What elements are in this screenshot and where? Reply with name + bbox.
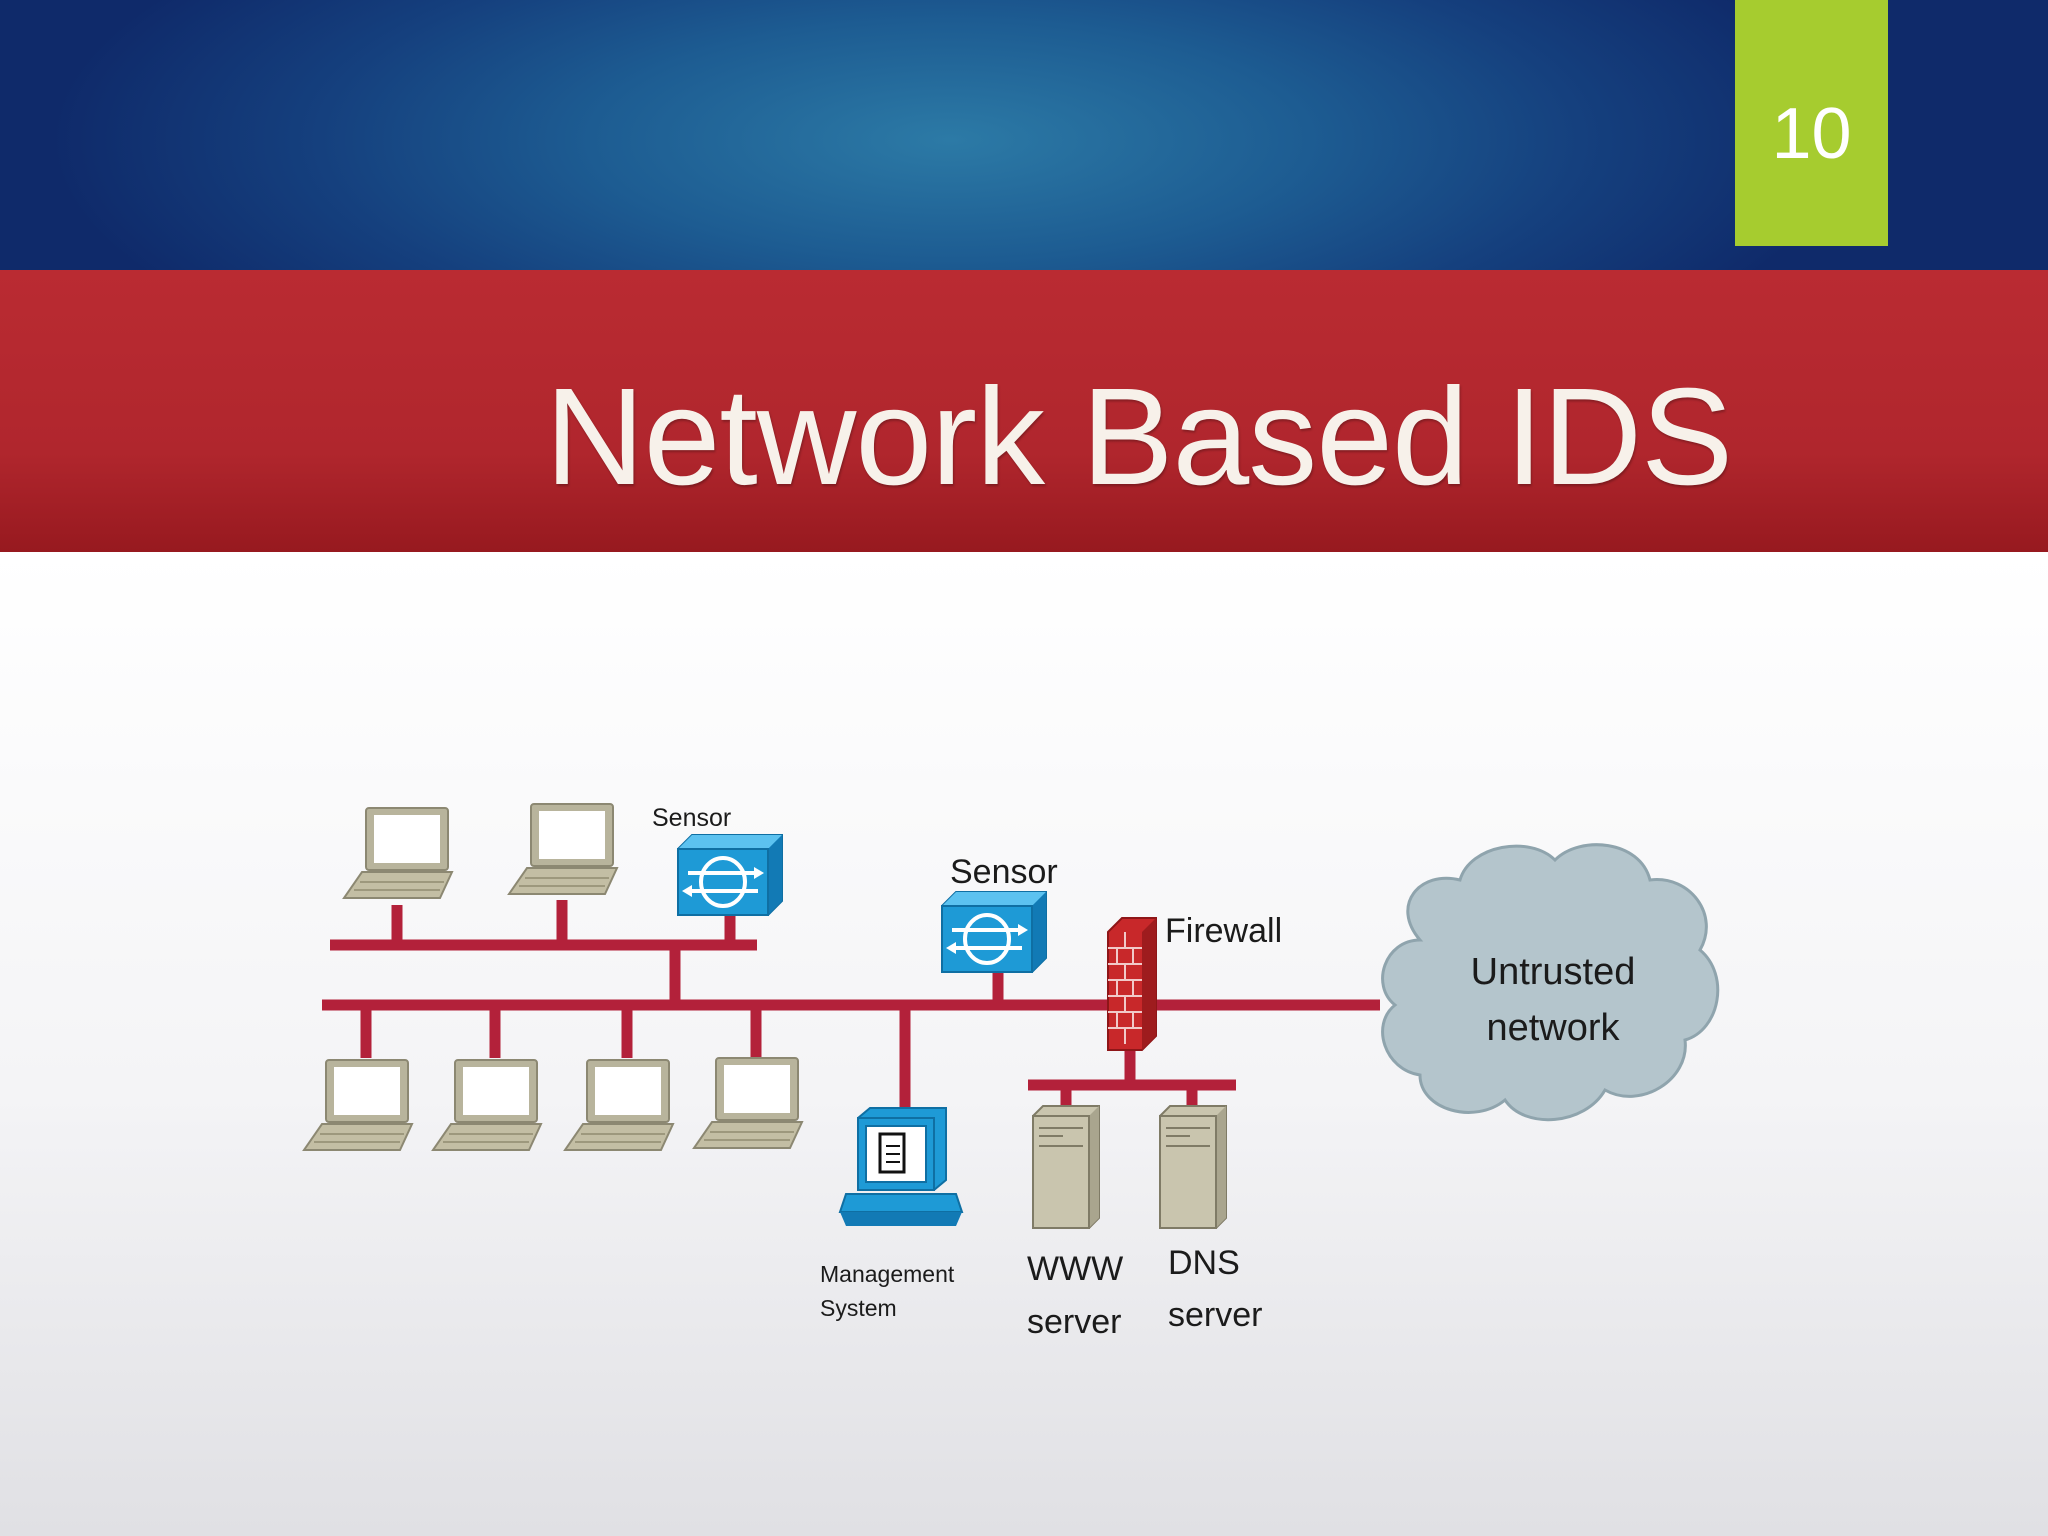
untrusted-network-label: Untrusted: [1471, 951, 1636, 993]
laptop-icon: [343, 807, 453, 899]
laptop-icon: [693, 1057, 803, 1149]
management-system-label: Management: [820, 1261, 955, 1287]
laptop-icon: [303, 1059, 413, 1151]
www-server-icon: [1032, 1105, 1100, 1229]
laptop-icon: [432, 1059, 542, 1151]
network-cables: [322, 900, 1380, 1108]
firewall-label: Firewall: [1165, 912, 1282, 950]
dns-server-label: DNS: [1168, 1244, 1240, 1282]
firewall-icon: [1107, 917, 1157, 1051]
management-system-icon: [838, 1107, 964, 1226]
sensor-icon: [940, 890, 1048, 974]
www-server-label: server: [1027, 1303, 1121, 1341]
management-system-label: System: [820, 1295, 897, 1321]
page-number-badge: 10: [1735, 0, 1888, 246]
laptop-icon: [508, 803, 618, 895]
sensor-label: Sensor: [652, 804, 731, 832]
title-band: Network Based IDS: [0, 270, 2048, 552]
sensor-label: Sensor: [950, 853, 1058, 891]
laptop-icon: [564, 1059, 674, 1151]
slide-title: Network Based IDS: [545, 360, 1733, 514]
www-server-label: WWW: [1027, 1250, 1123, 1288]
slide-body: [0, 552, 2048, 1536]
dns-server-label: server: [1168, 1296, 1262, 1334]
cloud-icon: [1381, 843, 1720, 1122]
dns-server-icon: [1159, 1105, 1227, 1229]
sensor-icon: [676, 833, 784, 917]
untrusted-network-label: network: [1486, 1007, 1620, 1049]
header-band: [0, 0, 2048, 270]
